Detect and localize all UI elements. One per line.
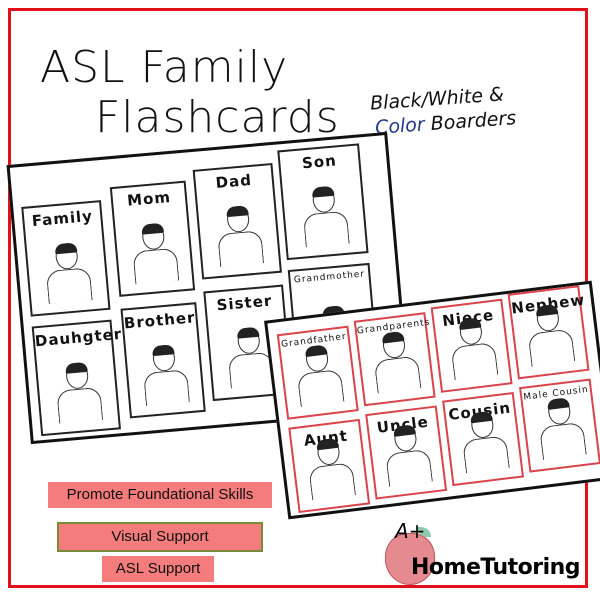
flashcard-color_sheet-0: Grandfather bbox=[276, 325, 359, 420]
flashcard-bw_sheet-5: Brother bbox=[120, 302, 206, 419]
signing-person-illustration bbox=[128, 222, 180, 285]
badge-visual-support: Visual Support bbox=[57, 522, 263, 552]
flashcard-bw_sheet-1: Mom bbox=[109, 180, 196, 297]
signing-person-illustration bbox=[299, 185, 350, 248]
signing-person-illustration bbox=[522, 303, 576, 367]
logo-name: HomeTutoring bbox=[411, 555, 581, 580]
title-line-2: Flashcards bbox=[95, 92, 340, 143]
flashcard-label: Brother bbox=[123, 308, 197, 333]
flashcard-label: Grandmother bbox=[293, 269, 366, 286]
leaf-icon bbox=[417, 527, 431, 537]
signing-person-illustration bbox=[292, 343, 345, 408]
logo-mark: A+ bbox=[395, 519, 426, 543]
flashcard-label: Dauhgter bbox=[34, 324, 123, 351]
signing-person-illustration bbox=[139, 343, 190, 406]
flashcard-label: Sister bbox=[215, 291, 273, 315]
signing-person-illustration bbox=[457, 409, 510, 474]
flashcard-color_sheet-5: Uncle bbox=[365, 405, 448, 500]
signing-person-illustration bbox=[42, 241, 93, 305]
flashcard-bw_sheet-0: Family bbox=[21, 200, 111, 317]
flashcard-color_sheet-4: Aunt bbox=[288, 418, 371, 514]
flashcard-color_sheet-1: Grandparents bbox=[353, 312, 436, 407]
flashcard-label: Family bbox=[31, 206, 94, 231]
color-flashcard-sheet: GrandfatherGrandparentsNieceNephewAuntUn… bbox=[264, 280, 600, 520]
hometutoring-logo: A+ HomeTutoring bbox=[385, 519, 585, 585]
signing-person-illustration bbox=[369, 330, 422, 394]
flashcard-bw_sheet-3: Son bbox=[277, 143, 369, 261]
signing-person-illustration bbox=[303, 436, 356, 501]
flashcard-label: Dad bbox=[214, 170, 253, 192]
signing-person-illustration bbox=[213, 204, 265, 267]
title-line-1: ASL Family bbox=[40, 42, 289, 93]
flashcard-label: Mom bbox=[126, 188, 172, 210]
flashcard-color_sheet-6: Cousin bbox=[442, 391, 525, 487]
signing-person-illustration bbox=[380, 423, 433, 487]
signing-person-illustration bbox=[534, 396, 587, 460]
flashcard-color_sheet-7: Male Cousin bbox=[519, 378, 600, 473]
flashcard-color_sheet-3: Nephew bbox=[507, 285, 590, 380]
flashcard-bw_sheet-2: Dad bbox=[192, 163, 282, 280]
signing-person-illustration bbox=[446, 316, 499, 381]
flashcard-bw_sheet-4: Dauhgter bbox=[31, 319, 123, 437]
badge-foundational-skills: Promote Foundational Skills bbox=[48, 482, 272, 508]
badge-asl-support: ASL Support bbox=[102, 556, 214, 582]
flashcard-color_sheet-2: Niece bbox=[430, 298, 513, 393]
apple-icon bbox=[385, 533, 435, 585]
flashcard-label: Son bbox=[301, 151, 338, 173]
signing-person-illustration bbox=[52, 361, 104, 424]
